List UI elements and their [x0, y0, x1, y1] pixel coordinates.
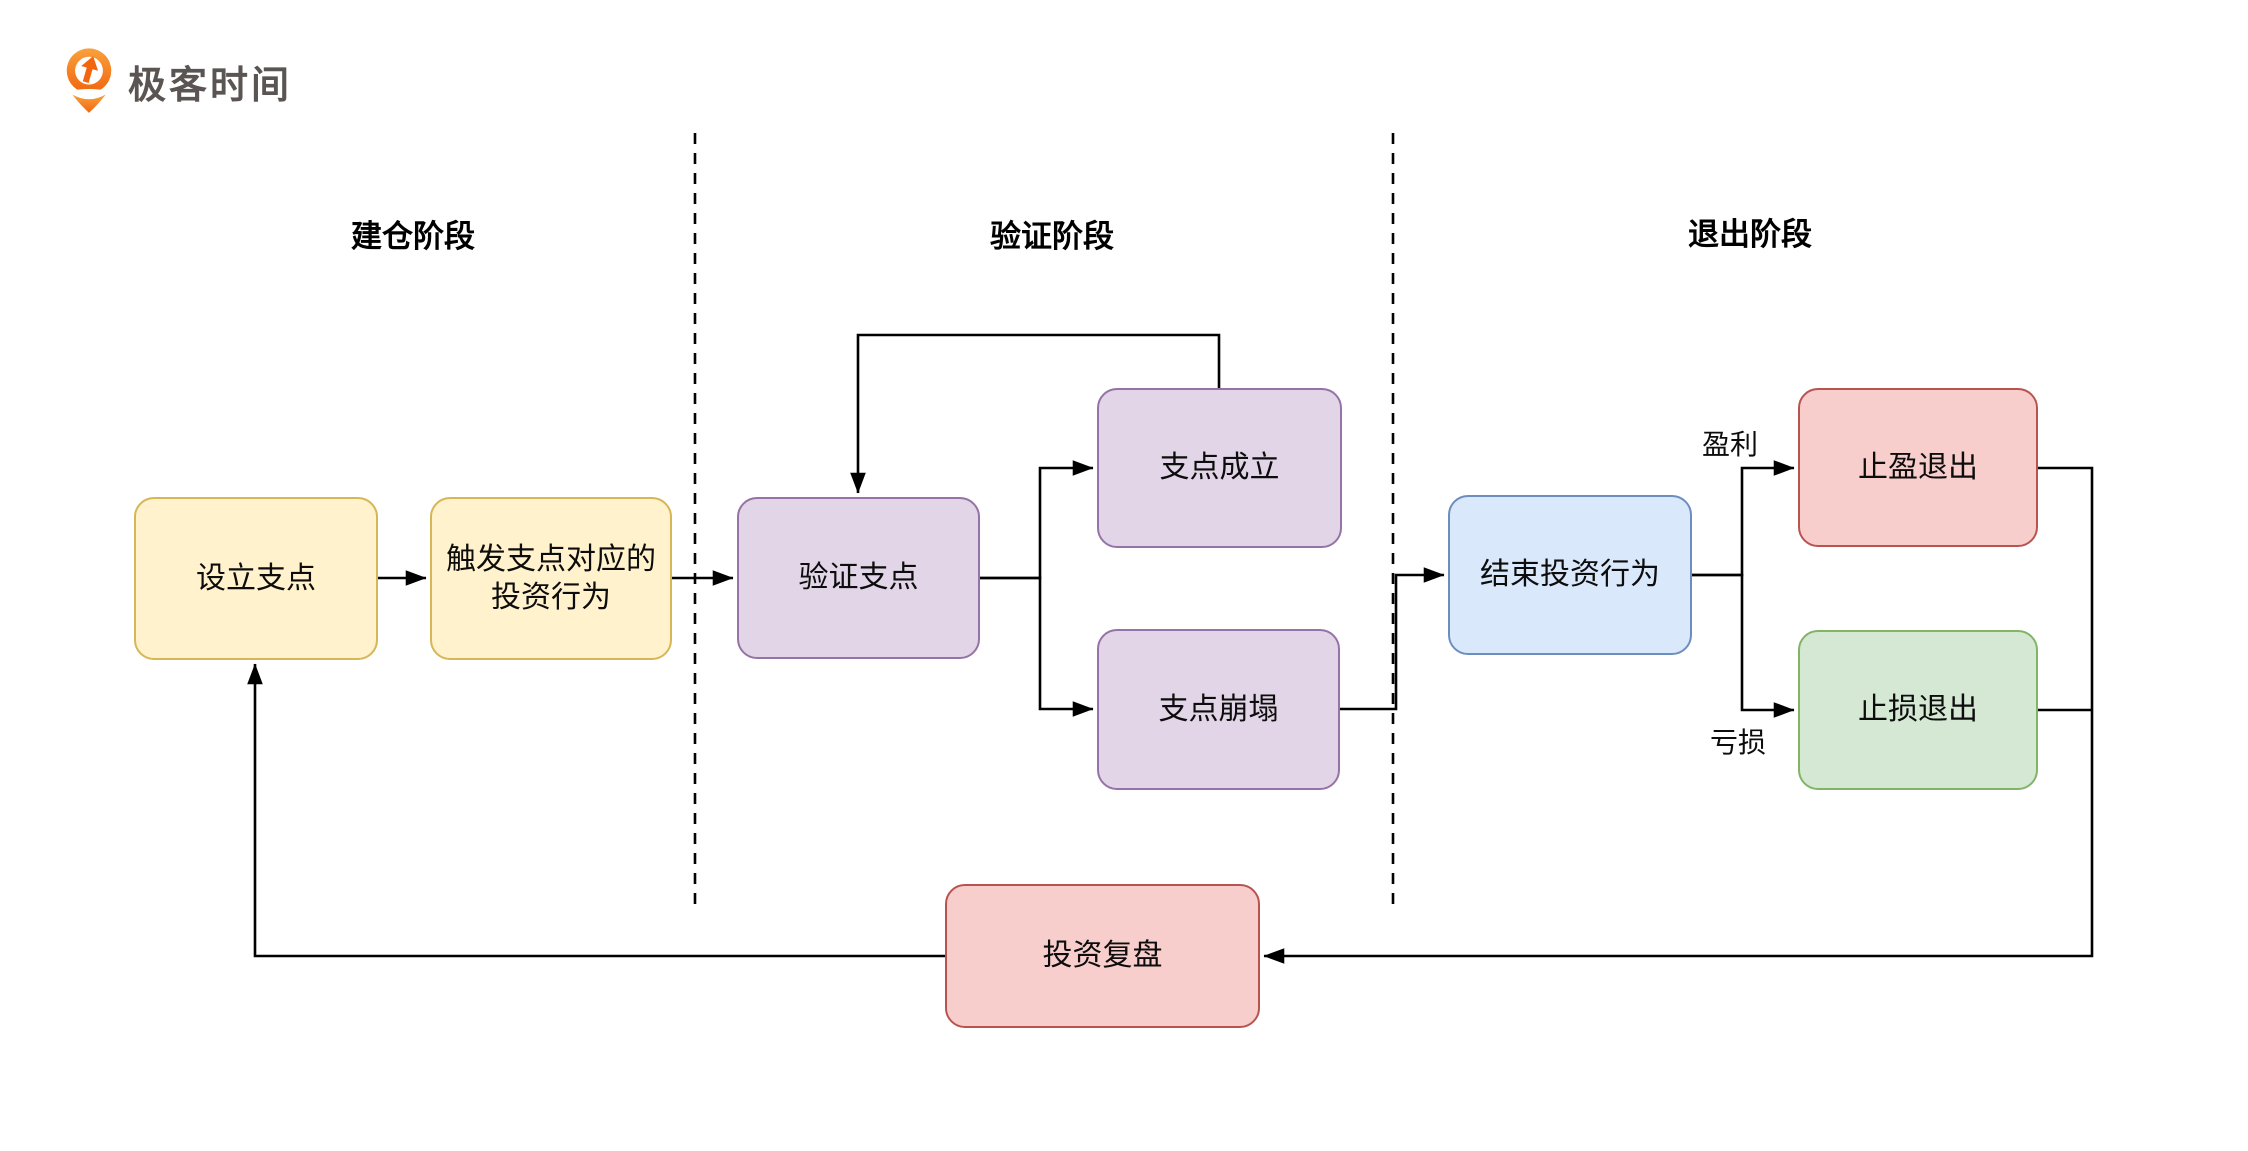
edge-end-to-takeprofit	[1692, 460, 1795, 577]
geektime-logo: 极客时间	[62, 46, 292, 116]
node-verify: 验证支点	[737, 497, 980, 659]
edge-label-profit: 盈利	[1701, 429, 1759, 460]
node-take-profit: 止盈退出	[1798, 388, 2038, 547]
node-trigger: 触发支点对应的 投资行为	[430, 497, 672, 660]
geektime-pin-icon	[62, 48, 116, 113]
node-established: 支点成立	[1097, 388, 1342, 548]
node-collapsed: 支点崩塌	[1097, 629, 1340, 790]
node-verify-label: 验证支点	[798, 561, 919, 594]
node-stop-loss: 止损退出	[1798, 630, 2038, 790]
phase-title-verify: 验证阶段	[990, 219, 1114, 254]
phase-title-build: 建仓阶段	[351, 219, 475, 254]
node-review-label: 投资复盘	[1042, 939, 1163, 972]
edge-verify-to-established	[980, 460, 1094, 580]
edge-label-loss: 亏损	[1709, 727, 1767, 758]
node-review: 投资复盘	[945, 884, 1260, 1028]
edge-verify-to-collapsed	[980, 576, 1094, 717]
edge-end-to-stoploss	[1692, 573, 1795, 718]
node-take-profit-label: 止盈退出	[1858, 450, 1978, 484]
node-setup-label: 设立支点	[196, 561, 316, 595]
edge-takeprofit-to-review	[1263, 466, 2094, 964]
phase-title-exit: 退出阶段	[1688, 217, 1812, 252]
edge-collapsed-to-end	[1340, 567, 1445, 711]
node-setup: 设立支点	[134, 497, 378, 660]
node-end-invest: 结束投资行为	[1448, 495, 1692, 655]
node-stop-loss-label: 止损退出	[1858, 693, 1978, 726]
logo-text: 极客时间	[128, 64, 293, 107]
node-end-invest-label: 结束投资行为	[1480, 558, 1660, 591]
node-collapsed-label: 支点崩塌	[1158, 692, 1279, 726]
edge-established-loop-to-verify	[850, 333, 1221, 494]
node-trigger-label: 触发支点对应的 投资行为	[446, 542, 656, 614]
edge-review-to-setup	[247, 663, 945, 958]
node-established-label: 支点成立	[1159, 451, 1280, 484]
